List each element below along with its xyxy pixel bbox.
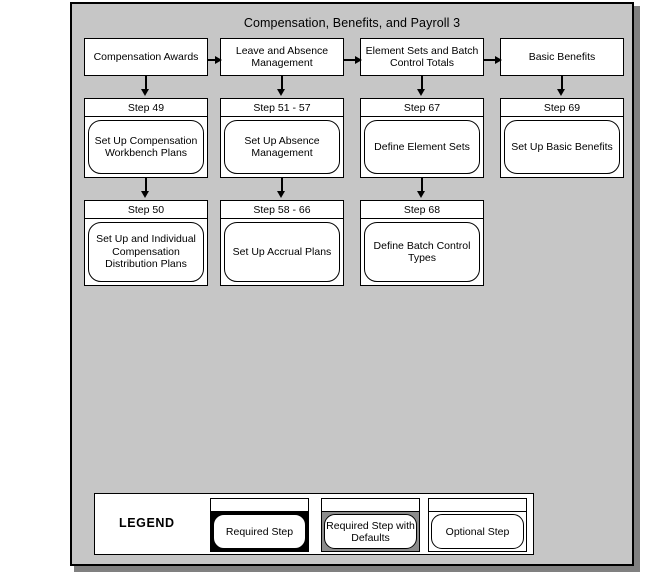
step-text: Define Batch Control Types xyxy=(373,239,471,265)
legend-sample-shape: Optional Step xyxy=(431,514,524,549)
arrow-shaft xyxy=(208,59,216,61)
step-text: Set Up and Individual Compensation Distr… xyxy=(96,233,196,271)
flow-arrow-down xyxy=(220,178,344,200)
process-header-box[interactable]: Element Sets and Batch Control Totals xyxy=(360,38,484,76)
step-body: Set Up and Individual Compensation Distr… xyxy=(85,219,207,285)
arrow-head-icon xyxy=(277,89,285,96)
legend-step-number-strip xyxy=(429,499,526,512)
arrow-head-icon xyxy=(141,89,149,96)
legend-title: LEGEND xyxy=(119,516,175,530)
process-column-leave-and-absence-management: Leave and Absence Management Step 51 - 5… xyxy=(220,38,344,286)
process-header-label: Compensation Awards xyxy=(93,50,199,63)
step-number-label: Step 67 xyxy=(361,99,483,117)
step-body: Set Up Basic Benefits xyxy=(501,117,623,177)
step-text: Define Element Sets xyxy=(374,140,470,153)
step-text: Set Up Compensation Workbench Plans xyxy=(94,134,198,160)
step-number-label: Step 69 xyxy=(501,99,623,117)
flow-arrow-right xyxy=(344,55,362,65)
arrow-shaft xyxy=(421,76,423,91)
process-header-label: Basic Benefits xyxy=(528,50,596,63)
step-body: Set Up Compensation Workbench Plans xyxy=(85,117,207,177)
process-column-basic-benefits: Basic Benefits Step 69 Set Up Basic Bene… xyxy=(500,38,624,178)
legend: LEGEND Required Step Required Step with … xyxy=(94,493,534,555)
arrow-shaft xyxy=(561,76,563,91)
arrow-head-icon xyxy=(557,89,565,96)
step-number-label: Step 50 xyxy=(85,201,207,219)
arrow-shaft xyxy=(344,59,356,61)
arrow-head-icon xyxy=(215,55,222,64)
step-text: Set Up Accrual Plans xyxy=(232,245,332,258)
legend-item-required-step: Required Step xyxy=(210,498,309,552)
step-body: Define Element Sets xyxy=(361,117,483,177)
diagram-canvas: Compensation, Benefits, and Payroll 3 Co… xyxy=(70,2,634,566)
legend-step-number-strip xyxy=(211,499,308,512)
arrow-head-icon xyxy=(417,89,425,96)
legend-sample-shape: Required Step with Defaults xyxy=(324,514,417,549)
arrow-shaft xyxy=(145,178,147,193)
legend-item-required-step-with-defaults: Required Step with Defaults xyxy=(321,498,420,552)
step-card[interactable]: Step 67 Define Element Sets xyxy=(360,98,484,178)
process-header-box[interactable]: Compensation Awards xyxy=(84,38,208,76)
legend-item-optional-step: Optional Step xyxy=(428,498,527,552)
legend-item-label: Required Step with Defaults xyxy=(326,519,415,544)
step-number-label: Step 68 xyxy=(361,201,483,219)
step-shape: Define Batch Control Types xyxy=(364,222,480,282)
arrow-shaft xyxy=(484,59,496,61)
arrow-shaft xyxy=(281,76,283,91)
step-card[interactable]: Step 58 - 66 Set Up Accrual Plans xyxy=(220,200,344,286)
step-card[interactable]: Step 69 Set Up Basic Benefits xyxy=(500,98,624,178)
arrow-head-icon xyxy=(417,191,425,198)
process-column-element-sets-and-batch-control-totals: Element Sets and Batch Control Totals St… xyxy=(360,38,484,286)
step-text: Set Up Basic Benefits xyxy=(511,140,613,153)
process-header-label: Leave and Absence Management xyxy=(235,44,329,70)
arrow-head-icon xyxy=(277,191,285,198)
legend-item-label: Optional Step xyxy=(445,525,510,538)
arrow-head-icon xyxy=(355,55,362,64)
process-header-label: Element Sets and Batch Control Totals xyxy=(365,44,479,70)
step-shape: Set Up and Individual Compensation Distr… xyxy=(88,222,204,282)
arrow-shaft xyxy=(421,178,423,193)
flow-arrow-down xyxy=(360,76,484,98)
arrow-head-icon xyxy=(141,191,149,198)
flow-arrow-right xyxy=(208,55,222,65)
process-header-box[interactable]: Leave and Absence Management xyxy=(220,38,344,76)
step-body: Set Up Absence Management xyxy=(221,117,343,177)
step-card[interactable]: Step 49 Set Up Compensation Workbench Pl… xyxy=(84,98,208,178)
step-shape: Set Up Compensation Workbench Plans xyxy=(88,120,204,174)
flow-arrow-down xyxy=(360,178,484,200)
flow-arrow-down xyxy=(84,76,208,98)
legend-sample-body: Required Step with Defaults xyxy=(322,512,419,551)
step-card[interactable]: Step 51 - 57 Set Up Absence Management xyxy=(220,98,344,178)
flow-arrow-right xyxy=(484,55,502,65)
legend-sample-shape: Required Step xyxy=(213,514,306,549)
legend-sample-body: Required Step xyxy=(211,512,308,551)
step-number-label: Step 49 xyxy=(85,99,207,117)
arrow-shaft xyxy=(145,76,147,91)
legend-sample-body: Optional Step xyxy=(429,512,526,551)
flow-arrow-down xyxy=(84,178,208,200)
step-shape: Set Up Accrual Plans xyxy=(224,222,340,282)
arrow-head-icon xyxy=(495,55,502,64)
process-column-compensation-awards: Compensation Awards Step 49 Set Up Compe… xyxy=(84,38,208,286)
flow-arrow-down xyxy=(220,76,344,98)
step-number-label: Step 51 - 57 xyxy=(221,99,343,117)
legend-item-label: Required Step xyxy=(225,525,294,538)
legend-step-number-strip xyxy=(322,499,419,512)
step-card[interactable]: Step 68 Define Batch Control Types xyxy=(360,200,484,286)
step-text: Set Up Absence Management xyxy=(244,134,320,160)
step-shape: Define Element Sets xyxy=(364,120,480,174)
step-body: Set Up Accrual Plans xyxy=(221,219,343,285)
step-number-label: Step 58 - 66 xyxy=(221,201,343,219)
step-shape: Set Up Absence Management xyxy=(224,120,340,174)
step-card[interactable]: Step 50 Set Up and Individual Compensati… xyxy=(84,200,208,286)
process-header-box[interactable]: Basic Benefits xyxy=(500,38,624,76)
step-shape: Set Up Basic Benefits xyxy=(504,120,620,174)
step-body: Define Batch Control Types xyxy=(361,219,483,285)
arrow-shaft xyxy=(281,178,283,193)
page-title: Compensation, Benefits, and Payroll 3 xyxy=(243,16,461,30)
flow-arrow-down xyxy=(500,76,624,98)
